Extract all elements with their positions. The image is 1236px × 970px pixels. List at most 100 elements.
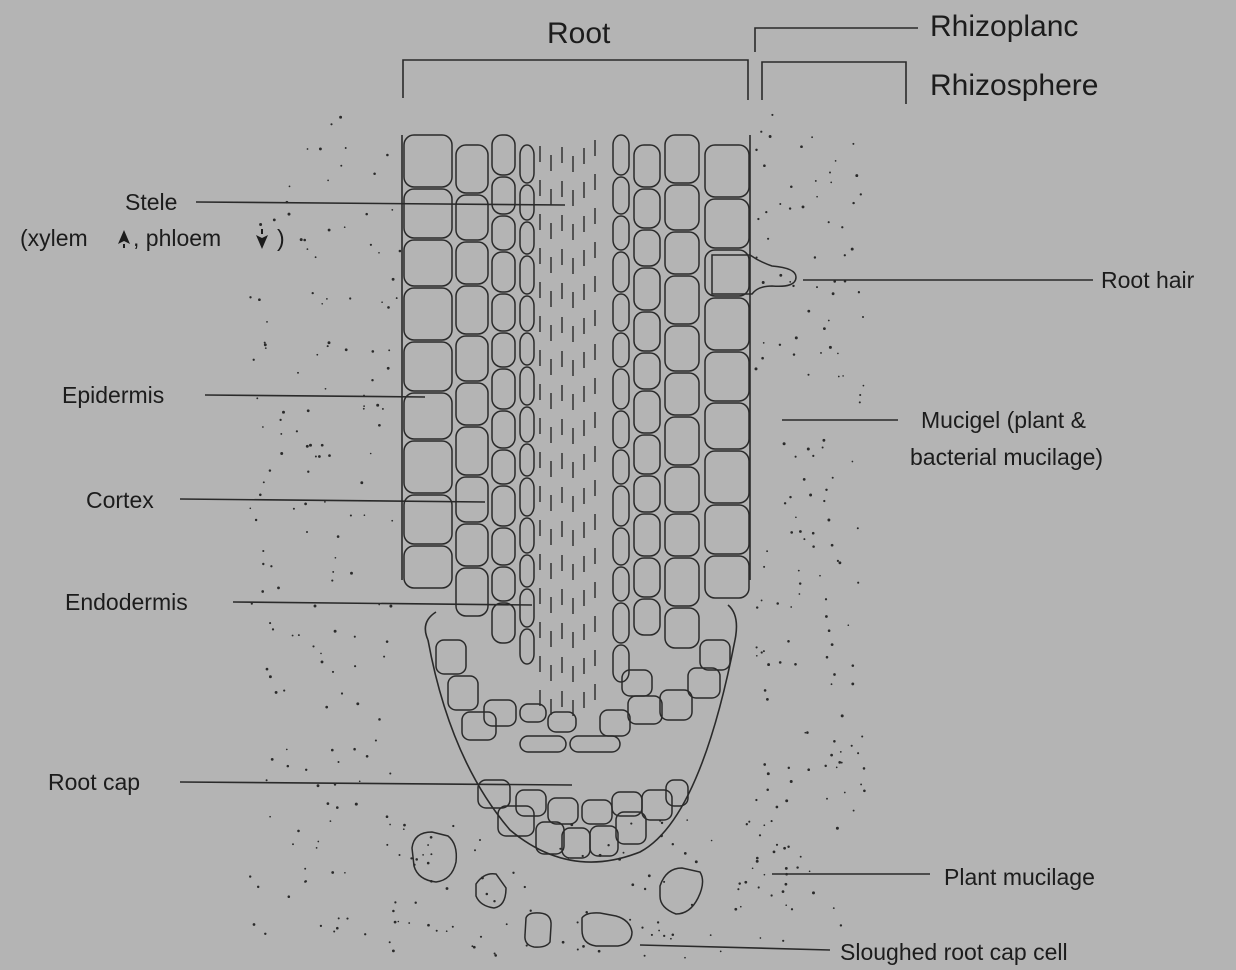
root-cell [520,333,534,365]
soil-dot [779,661,782,664]
soil-dot [327,802,330,805]
soil-dot [582,945,585,948]
soil-dot [269,675,272,678]
soil-dot [663,935,665,937]
soil-dot [360,481,363,484]
soil-dot [828,320,830,322]
soil-dot [370,453,372,455]
soil-dot [277,587,280,590]
soil-dot [270,565,272,567]
soil-dot [663,881,665,883]
root-cell [492,294,515,331]
soil-dot [766,698,769,701]
soil-dot [381,301,383,303]
soil-dot [378,252,380,254]
soil-dot [766,789,769,792]
soil-dot [767,238,769,240]
soil-dot [355,803,358,806]
root-cell [492,603,515,643]
soil-dot [790,780,793,783]
soil-dot [623,852,625,854]
soil-dot [799,593,801,595]
soil-dot [763,763,766,766]
soil-dot [641,927,643,929]
soil-dot [391,520,393,522]
rhizosphere-header: Rhizosphere [930,69,1098,102]
soil-dot [303,239,306,242]
soil-dot [800,145,803,148]
soil-dot [803,538,805,540]
soil-dot [346,918,348,920]
soil-dot [486,893,489,896]
soil-dot [389,605,392,608]
soil-dot [403,828,405,830]
root-cell [613,450,629,484]
soil-dot [855,174,858,177]
cortex-leader [180,499,485,502]
soil-dot [371,379,373,381]
soil-dot [863,385,865,387]
soil-dot [852,461,854,463]
root-cap-cell [590,826,618,856]
root-cell [705,145,749,197]
stele-label: Stele [125,189,177,215]
soil-dot [306,445,309,448]
soil-dot [822,439,825,442]
soil-dot [307,409,310,412]
soil-dot [334,630,337,633]
soil-dot [325,388,327,390]
soil-dot [789,281,791,283]
root-cell [613,567,629,601]
stele-leader [196,202,565,205]
soil-dot [838,761,841,764]
root-cell [665,558,699,606]
soil-dot [286,749,288,751]
soil-dot [304,868,306,870]
soil-dot [779,344,781,346]
soil-dot [790,531,793,534]
soil-dot [756,646,758,648]
soil-dot [787,640,790,643]
soil-dot [336,927,339,930]
soil-dot [506,923,508,925]
root-cell [492,333,515,367]
soil-dot [332,571,334,573]
root-cell [456,195,488,240]
soil-dot [320,653,322,655]
soil-dot [396,297,398,299]
soil-dot [249,296,251,298]
soil-dot [796,866,798,868]
root-cell [665,417,699,465]
soil-dot [672,934,675,937]
soil-dot [473,946,476,949]
soil-dot [764,689,767,692]
soil-dot [317,784,320,787]
root-cap-cell [484,700,516,726]
soil-dot [832,477,834,479]
soil-dot [644,955,646,957]
soil-dot [760,937,762,939]
soil-dot [763,566,765,568]
soil-dot [851,682,854,685]
soil-dot [264,343,267,346]
soil-dot [820,352,822,354]
soil-dot [249,875,251,877]
soil-dot [255,519,257,521]
root-cell [634,435,660,474]
soil-dot [651,934,653,936]
soil-dot [354,665,356,667]
soil-dot [415,858,418,861]
soil-dot [349,297,351,299]
root-cell [456,145,488,193]
soil-dot [738,882,740,884]
root-cell [520,407,534,442]
soil-dot [812,891,815,894]
soil-dot [338,761,340,763]
root-cell [404,546,452,588]
soil-dot [644,888,646,890]
soil-dot [249,507,251,509]
root-cap-cell [628,696,662,724]
soil-dot [257,886,259,888]
root-cell [665,326,699,371]
root-cap-cell [642,790,672,820]
